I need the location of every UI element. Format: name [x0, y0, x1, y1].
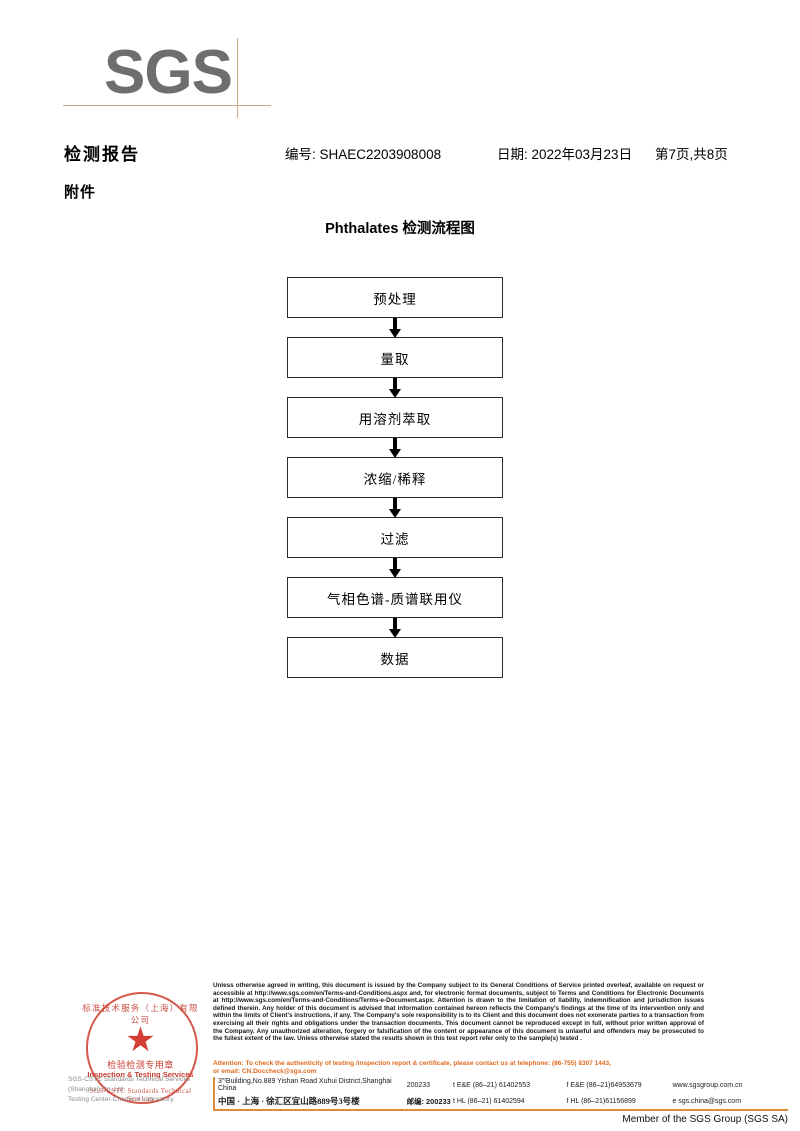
- flowchart-title: Phthalates 检测流程图: [325, 221, 475, 237]
- address-tel1-cn: t HL (86–21) 61402594: [452, 1097, 525, 1105]
- flow-arrow-icon: [287, 378, 503, 398]
- company-name-line2: Testing Center-Chemical Laboratory.: [68, 1096, 175, 1103]
- address-tel1-en: t E&E (86–21) 61402553: [452, 1081, 530, 1089]
- flow-step: 过滤: [287, 517, 503, 558]
- arrow-head: [389, 449, 401, 458]
- page-indicator: 第7页,共8页: [655, 147, 728, 162]
- arrow-shaft: [393, 378, 397, 391]
- attention-line-2: or email: CN.Doccheck@sgs.com: [213, 1068, 317, 1076]
- flow-step: 用溶剂萃取: [287, 397, 503, 438]
- arrow-head: [389, 509, 401, 518]
- address-street-cn: 中国 · 上海 · 徐汇区宜山路889号3号楼: [218, 1096, 360, 1106]
- address-website: www.sgsgroup.com.cn: [672, 1081, 743, 1089]
- seal-circle: [86, 992, 198, 1104]
- flow-box-concentrate-dilute: 浓缩/稀释: [287, 457, 503, 498]
- address-block: 3"ᵗBuilding,No.889 Yishan Road Xuhui Dis…: [213, 1077, 788, 1111]
- attachment-label: 附件: [64, 185, 97, 201]
- flow-arrow-icon: [287, 438, 503, 458]
- address-vertical-rule: [213, 1077, 215, 1109]
- arrow-shaft: [393, 318, 397, 331]
- address-tel2-cn: f HL (86–21)61156899: [566, 1097, 636, 1105]
- arrow-head: [389, 629, 401, 638]
- sgs-logo: SGS: [63, 38, 274, 120]
- arrow-shaft: [393, 498, 397, 511]
- company-seal: 标准技术服务（上海）有限公司 ★ 检验检测专用章 Inspection & Te…: [78, 984, 203, 1109]
- star-icon: ★: [125, 1022, 156, 1059]
- flow-arrow-icon: [287, 318, 503, 338]
- address-zip-cn: 邮编: 200233: [406, 1096, 451, 1106]
- arrow-shaft: [393, 618, 397, 631]
- arrow-head: [389, 569, 401, 578]
- report-number: 编号: SHAEC2203908008: [285, 147, 442, 162]
- address-email: e sgs.china@sgs.com: [672, 1097, 742, 1105]
- flow-arrow-icon: [287, 618, 503, 638]
- flow-box-measure: 量取: [287, 337, 503, 378]
- flow-step: 预处理: [287, 277, 503, 318]
- flow-box-data: 数据: [287, 637, 503, 678]
- company-name-block: SGS-CSTC Standards Technical Services (S…: [68, 1075, 218, 1105]
- legal-disclaimer: Unless otherwise agreed in writing, this…: [213, 982, 704, 1043]
- address-row-chinese: 中国 · 上海 · 徐汇区宜山路889号3号楼 邮编: 200233 t HL …: [218, 1093, 788, 1109]
- attention-notice: Attention: To check the authenticity of …: [213, 1060, 704, 1077]
- flowchart: 预处理 量取 用溶剂萃取 浓缩/稀释 过滤: [287, 277, 503, 678]
- page-title: 检测报告: [64, 145, 140, 164]
- flow-step: 气相色谱-质谱联用仪: [287, 577, 503, 618]
- arrow-shaft: [393, 558, 397, 571]
- seal-chinese-text: 检验检测专用章: [107, 1060, 174, 1070]
- address-row-english: 3"ᵗBuilding,No.889 Yishan Road Xuhui Dis…: [218, 1077, 788, 1093]
- address-horizontal-rule: [213, 1109, 788, 1111]
- report-date: 日期: 2022年03月23日: [497, 147, 633, 162]
- flow-box-gcms: 气相色谱-质谱联用仪: [287, 577, 503, 618]
- page-footer: 标准技术服务（上海）有限公司 ★ 检验检测专用章 Inspection & Te…: [0, 978, 800, 1131]
- arrow-shaft: [393, 438, 397, 451]
- seal-english-text: Inspection & Testing Services: [87, 1070, 194, 1079]
- flow-box-solvent-extraction: 用溶剂萃取: [287, 397, 503, 438]
- logo-horizontal-rule: [63, 105, 271, 106]
- address-tel2-en: f E&E (86–21)64953679: [566, 1081, 642, 1089]
- flow-box-pretreatment: 预处理: [287, 277, 503, 318]
- flow-step: 浓缩/稀释: [287, 457, 503, 498]
- attention-line-1: Attention: To check the authenticity of …: [213, 1060, 611, 1067]
- seal-arc-top-text: 标准技术服务（上海）有限公司: [82, 1003, 199, 1025]
- arrow-head: [389, 329, 401, 338]
- flow-arrow-icon: [287, 498, 503, 518]
- flow-box-filtration: 过滤: [287, 517, 503, 558]
- sgs-logo-text: SGS: [104, 38, 233, 107]
- logo-vertical-rule: [237, 38, 238, 118]
- flow-arrow-icon: [287, 558, 503, 578]
- report-header: 检测报告 编号: SHAEC2203908008 日期: 2022年03月23日…: [0, 140, 800, 166]
- flow-step: 量取: [287, 337, 503, 378]
- address-street-en: 3"ᵗBuilding,No.889 Yishan Road Xuhui Dis…: [218, 1078, 392, 1092]
- flow-step: 数据: [287, 637, 503, 678]
- seal-arc-bottom-text: SGS-CSTC Standards Technical Services: [89, 1087, 192, 1103]
- sgs-group-member-note: Member of the SGS Group (SGS SA): [622, 1114, 788, 1125]
- company-name-line1: SGS-CSTC Standards Technical Services (S…: [68, 1076, 191, 1093]
- arrow-head: [389, 389, 401, 398]
- address-zip-en: 200233: [406, 1081, 431, 1089]
